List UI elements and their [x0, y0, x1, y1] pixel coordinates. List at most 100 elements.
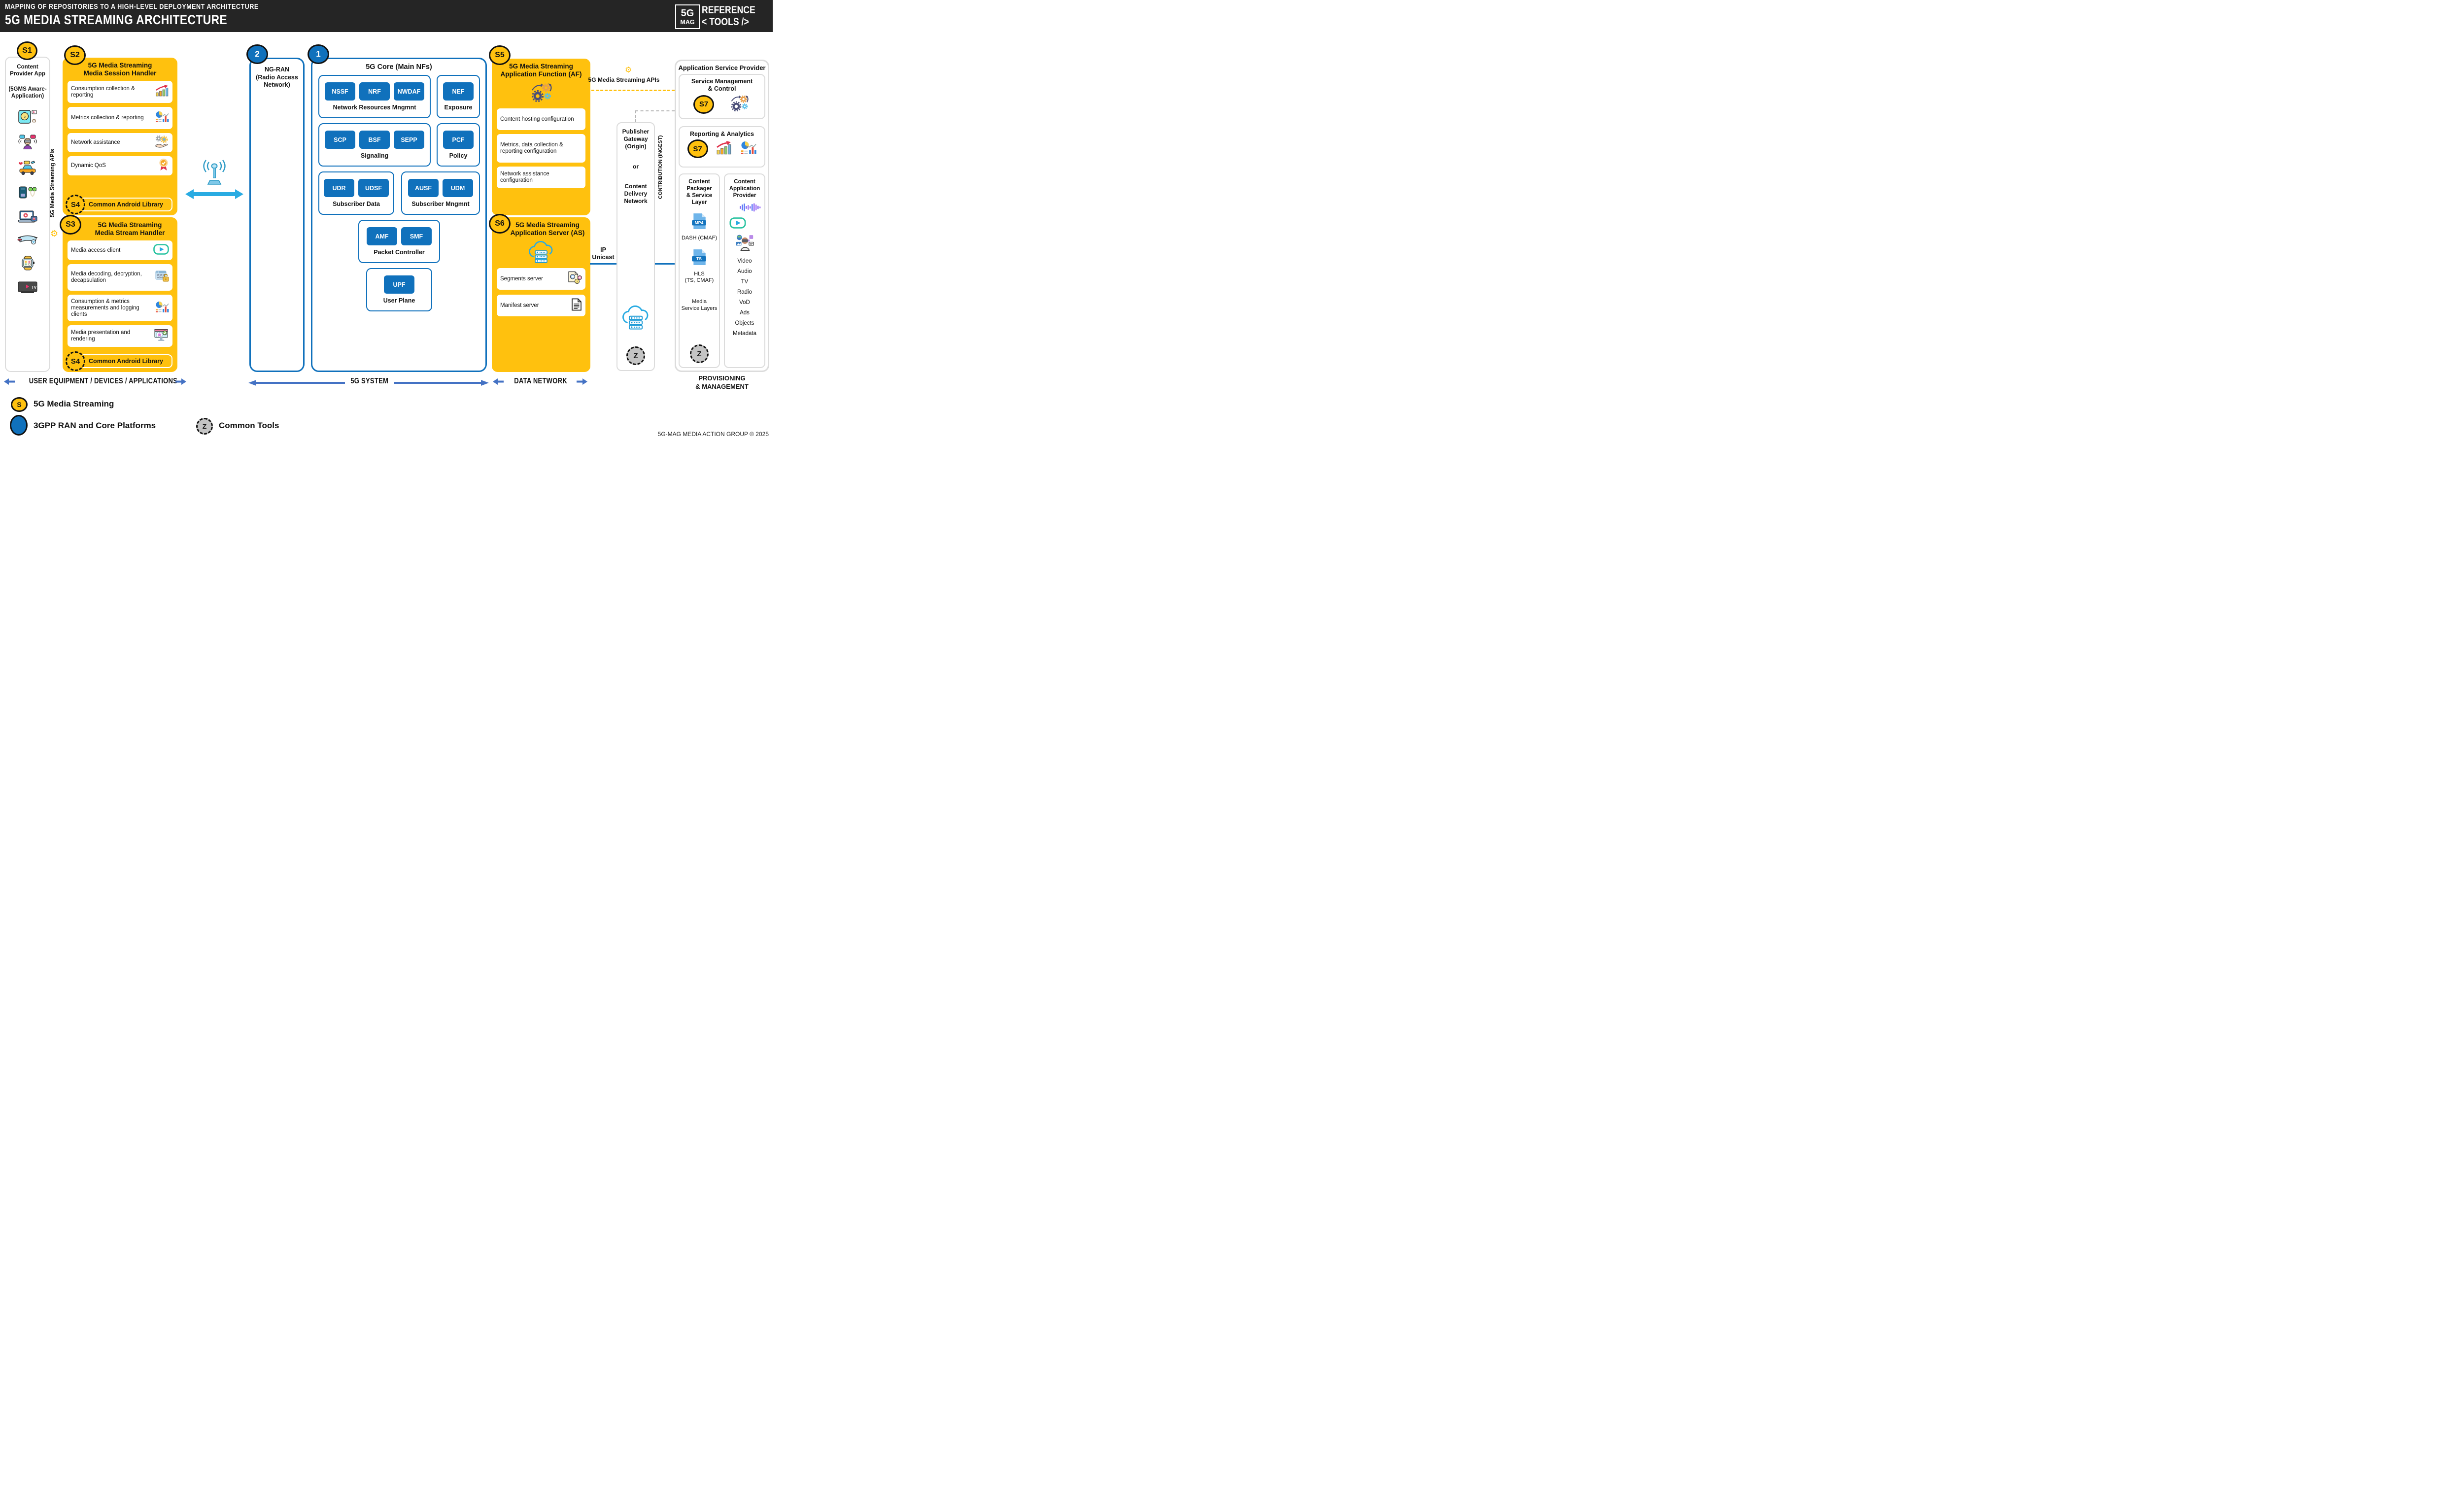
- cdn-label: Content Delivery Network: [624, 183, 648, 204]
- chip-udsf: UDSF: [358, 179, 389, 197]
- svg-text:♪: ♪: [576, 280, 578, 283]
- cap-item-audio: Audio: [737, 269, 752, 275]
- media-session-handler-box: 5G Media Streaming Media Session Handler…: [63, 58, 177, 215]
- phone-earbuds-icon: [19, 186, 37, 202]
- chart-growth-icon: [155, 85, 169, 99]
- core-group-nrm-label: Network Resources Mngmnt: [333, 104, 416, 111]
- s2-row-consumption: Consumption collection & reporting: [68, 81, 172, 103]
- play-pill-icon: [729, 217, 746, 231]
- tv-icon: TV: [18, 281, 37, 297]
- s3-row-decoding-label: Media decoding, decryption, decapsulatio…: [71, 271, 142, 284]
- core-group-signaling: SCP BSF SEPP Signaling: [318, 123, 431, 167]
- core-group-packet-controller-label: Packet Controller: [374, 249, 425, 256]
- chip-udr: UDR: [324, 179, 354, 197]
- media-service-layers-label: Media Service Layers: [681, 299, 718, 311]
- ue-arrow-left: [4, 378, 15, 387]
- core-group-nrm: NSSF NRF NWDAF Network Resources Mngmnt: [318, 75, 431, 118]
- legend-z-label: Common Tools: [219, 421, 279, 430]
- core-group-subscriber-data-label: Subscriber Data: [333, 201, 380, 207]
- publisher-gateway-title: Publisher Gateway (Origin): [622, 128, 650, 150]
- medal-icon: [158, 158, 169, 173]
- s2-row-network-assistance-label: Network assistance: [71, 139, 120, 146]
- publisher-dashed-connector-v: [635, 110, 636, 122]
- s2-row-consumption-label: Consumption collection & reporting: [71, 85, 135, 98]
- s2-row-network-assistance: Network assistance: [68, 133, 172, 153]
- s3-row-media-access: Media access client: [68, 240, 172, 261]
- chip-bsf: BSF: [359, 131, 390, 149]
- publisher-gateway-box: Publisher Gateway (Origin) or Content De…: [616, 122, 655, 371]
- core-group-exposure: NEF Exposure: [437, 75, 480, 118]
- s5-row-content-hosting-label: Content hosting configuration: [500, 116, 574, 122]
- core-group-subscriber-mngmnt-label: Subscriber Mngmnt: [411, 201, 470, 207]
- smc-title: Service Management & Control: [691, 78, 753, 92]
- cap-item-radio: Radio: [737, 289, 753, 296]
- badge-s4: S4: [66, 195, 85, 214]
- s6-row-segments-label: Segments server: [500, 275, 543, 282]
- s5-row-metrics-config-label: Metrics, data collection & reporting con…: [500, 142, 563, 155]
- pie-bars-icon: [740, 141, 757, 157]
- core-group-subscriber-data: UDR UDSF Subscriber Data: [318, 171, 394, 215]
- ue-ran-double-arrow: [185, 188, 243, 203]
- chip-amf: AMF: [367, 227, 397, 245]
- core-group-subscriber-mngmnt: AUSF UDM Subscriber Mngmnt: [401, 171, 480, 215]
- svg-text:101010: 101010: [156, 273, 165, 276]
- s2-row-metrics-label: Metrics collection & reporting: [71, 115, 144, 121]
- legend-z-badge: Z: [196, 418, 213, 435]
- gears-trio-icon: [728, 94, 751, 115]
- s3-library-pill-wrap: Common Android Library S4: [66, 351, 172, 371]
- core-group-signaling-label: Signaling: [360, 152, 389, 159]
- s3-row-media-access-label: Media access client: [71, 247, 121, 253]
- chip-nwdaf: NWDAF: [394, 82, 424, 101]
- badge-s4: S4: [66, 351, 85, 371]
- badge-2: 2: [246, 44, 268, 64]
- hls-label: HLS (TS, CMAF): [684, 271, 714, 284]
- s2-row-dynamic-qos-label: Dynamic QoS: [71, 163, 106, 169]
- ts-file-icon: TS: [691, 249, 707, 268]
- fivegmag-logo: 5G MAG: [675, 4, 700, 29]
- segments-file-icon: ♪: [567, 271, 582, 287]
- header-kicker: MAPPING OF REPOSITORIES TO A HIGH-LEVEL …: [5, 2, 259, 11]
- badge-s2: S2: [64, 45, 86, 65]
- s5-row-metrics-config: Metrics, data collection & reporting con…: [497, 134, 585, 163]
- svg-text:TV: TV: [32, 285, 37, 290]
- gears-trio-icon: [528, 81, 554, 105]
- content-provider-app-title: Content Provider App: [10, 64, 45, 77]
- ngran-box: NG-RAN (Radio Access Network): [249, 58, 305, 372]
- cap-item-tv: TV: [741, 279, 749, 285]
- unicast-line-right: [655, 263, 675, 265]
- header-bar: MAPPING OF REPOSITORIES TO A HIGH-LEVEL …: [0, 0, 773, 32]
- s3-row-logging-label: Consumption & metrics measurements and l…: [71, 298, 139, 317]
- content-application-provider-box: Content Application Provider Video Audio…: [724, 173, 765, 368]
- publisher-or-label: or: [633, 163, 639, 170]
- right-5gms-apis-label: 5G Media Streaming APIs: [588, 76, 660, 83]
- s2-row-dynamic-qos: Dynamic QoS: [68, 156, 172, 176]
- s5-title: 5G Media Streaming Application Function …: [500, 63, 582, 78]
- legend-s-label: 5G Media Streaming: [34, 399, 114, 408]
- reporting-analytics-box: Reporting & Analytics S7: [679, 126, 765, 168]
- s3-row-presentation-label: Media presentation and rendering: [71, 330, 131, 342]
- antenna-icon: [203, 160, 226, 190]
- content-provider-app-card: Content Provider App (5GMS Aware-Applica…: [5, 57, 50, 372]
- ip-unicast-label: IP Unicast: [592, 246, 615, 261]
- core-group-user-plane: UPF User Plane: [366, 268, 432, 311]
- asp-title: Application Service Provider: [678, 64, 766, 71]
- logo-reference: REFERENCE: [702, 4, 755, 16]
- ra-title: Reporting & Analytics: [689, 131, 754, 137]
- core-group-policy: PCF Policy: [437, 123, 480, 167]
- gears-hand-icon: [154, 135, 169, 150]
- content-packager-box: Content Packager & Service Layer MP4 DAS…: [679, 173, 720, 368]
- cdn-cloud-server-icon: [620, 305, 651, 333]
- chip-smf: SMF: [401, 227, 432, 245]
- badge-s5: S5: [489, 45, 511, 65]
- pie-bars-icon: [155, 111, 169, 125]
- system-arrow-right: [394, 379, 489, 388]
- chip-nssf: NSSF: [325, 82, 355, 101]
- provisioning-management-label: PROVISIONING & MANAGEMENT: [695, 374, 749, 390]
- packager-title: Content Packager & Service Layer: [686, 179, 713, 206]
- badge-s7-ra: S7: [687, 139, 708, 158]
- 5g-system-label: 5G SYSTEM: [350, 377, 389, 385]
- smart-glasses-icon: [17, 235, 38, 247]
- badge-z-publisher: Z: [626, 346, 645, 365]
- publisher-dashed-connector-h: [635, 110, 675, 111]
